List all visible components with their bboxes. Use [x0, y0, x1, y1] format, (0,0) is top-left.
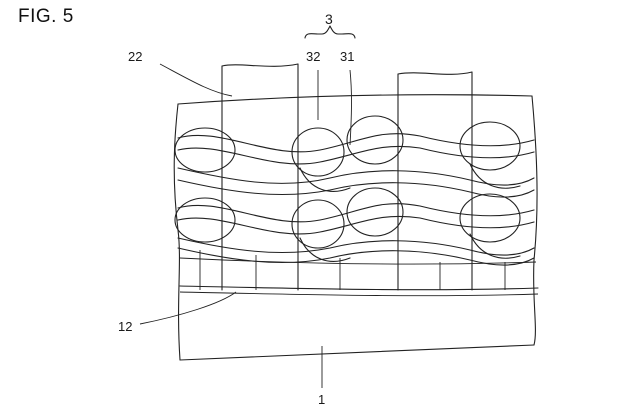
label-31: 31	[340, 50, 354, 63]
label-3: 3	[325, 12, 333, 26]
leader-12	[140, 292, 236, 324]
grid-lines	[180, 250, 536, 290]
label-22: 22	[128, 50, 142, 63]
leader-31	[350, 70, 352, 145]
label-12: 12	[118, 320, 132, 333]
bracket-3	[305, 26, 355, 38]
knit-loops-upper	[175, 116, 534, 197]
knit-loops-lower	[175, 188, 534, 265]
vertical-strip-right	[398, 72, 472, 290]
label-1: 1	[318, 393, 325, 406]
label-32: 32	[306, 50, 320, 63]
leader-22	[160, 64, 232, 96]
